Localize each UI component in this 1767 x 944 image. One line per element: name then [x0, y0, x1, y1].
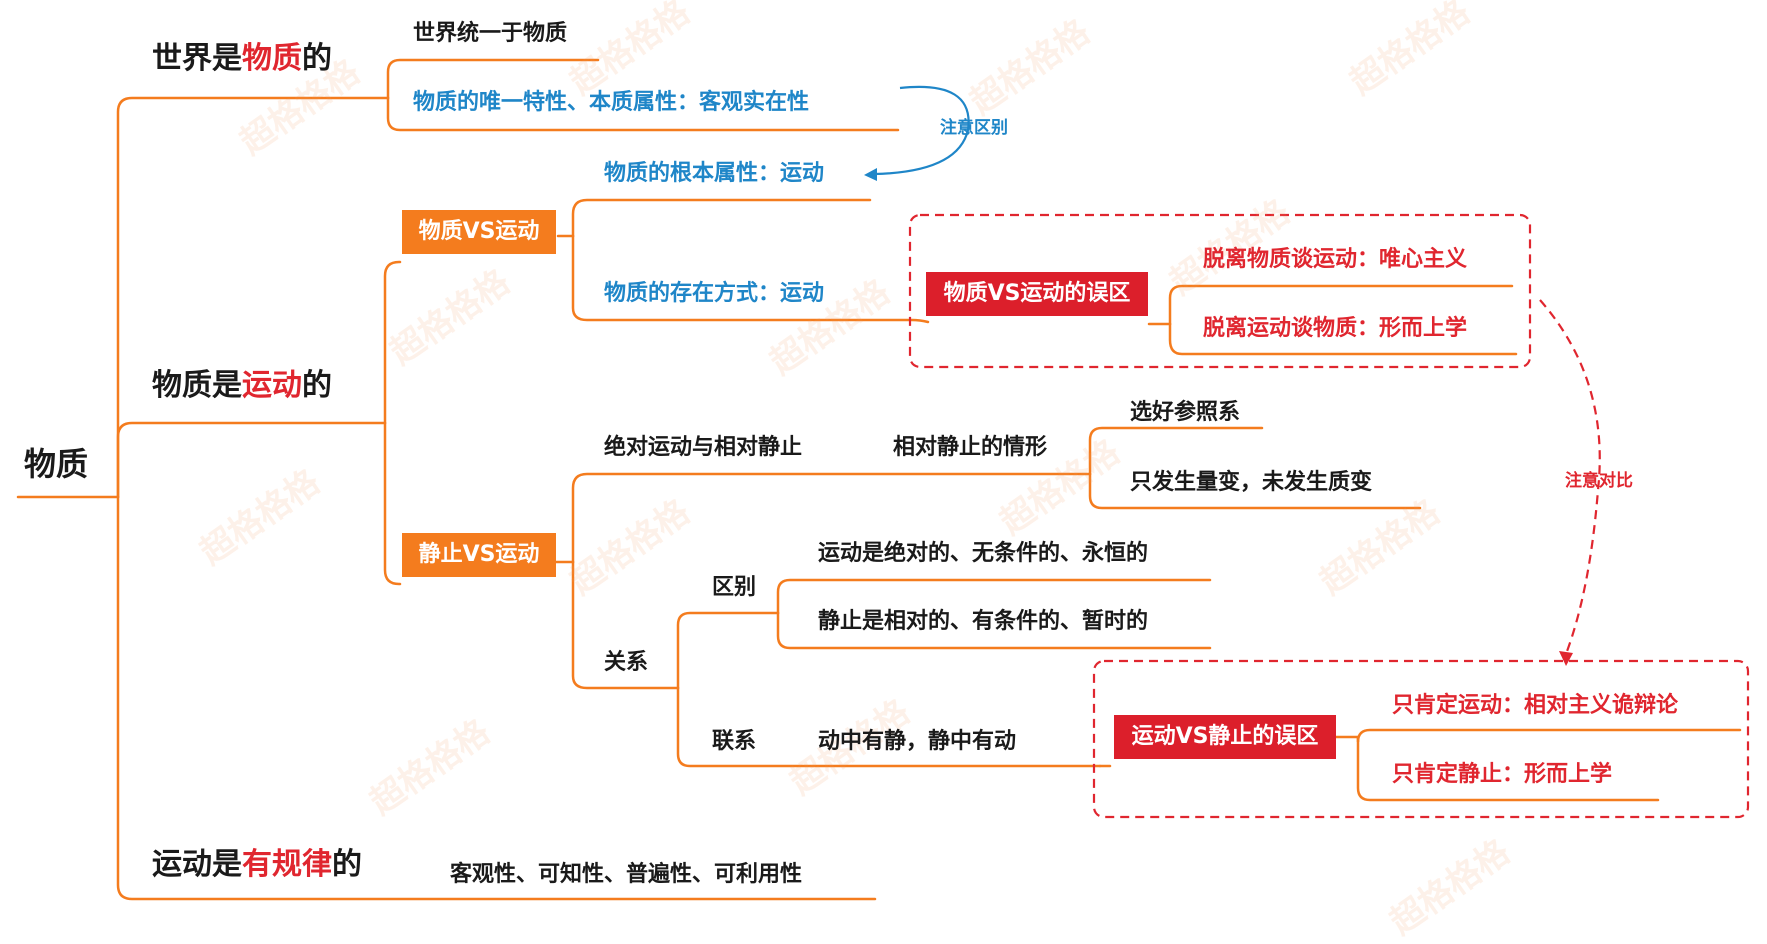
difference-label: 区别	[712, 575, 757, 600]
metaphysics-item: 脱离运动谈物质：形而上学	[1203, 316, 1468, 341]
root-node: 物质	[24, 445, 89, 483]
rest-metaphysics-item: 只肯定静止：形而上学	[1392, 762, 1613, 787]
rest-relative-item: 静止是相对的、有条件的、暂时的	[818, 609, 1149, 634]
box-mistake-matter-motion: 物质VS运动的误区	[926, 272, 1148, 316]
branch-matter-motion: 物质是运动的	[152, 368, 332, 403]
motion-absolute-item: 运动是绝对的、无条件的、永恒的	[818, 541, 1149, 566]
existence-mode-item: 物质的存在方式：运动	[604, 281, 825, 306]
box-matter-vs-motion: 物质VS运动	[402, 210, 556, 254]
world-unity-item: 世界统一于物质	[413, 21, 568, 46]
absolute-relative-item: 绝对运动与相对静止	[604, 435, 803, 460]
relative-rest-case: 相对静止的情形	[893, 435, 1048, 460]
branch-matter-world: 世界是物质的	[152, 41, 332, 76]
note-difference: 注意区别	[940, 118, 1008, 138]
connection-item: 动中有静，静中有动	[818, 729, 1017, 754]
objective-reality-item: 物质的唯一特性、本质属性：客观实在性	[413, 90, 810, 115]
law-properties-item: 客观性、可知性、普遍性、可利用性	[450, 862, 803, 887]
quantitative-change-item: 只发生量变，未发生质变	[1130, 470, 1373, 495]
fundamental-attribute-item: 物质的根本属性：运动	[604, 161, 825, 186]
idealism-item: 脱离物质谈运动：唯心主义	[1203, 247, 1468, 272]
relation-label: 关系	[604, 650, 649, 675]
reference-frame-item: 选好参照系	[1130, 400, 1241, 425]
branch-motion-law: 运动是有规律的	[152, 847, 362, 882]
relativism-item: 只肯定运动：相对主义诡辩论	[1392, 693, 1679, 718]
box-rest-vs-motion: 静止VS运动	[402, 533, 556, 577]
note-contrast: 注意对比	[1565, 471, 1633, 491]
box-mistake-motion-rest: 运动VS静止的误区	[1114, 715, 1336, 759]
connection-label: 联系	[712, 729, 757, 754]
